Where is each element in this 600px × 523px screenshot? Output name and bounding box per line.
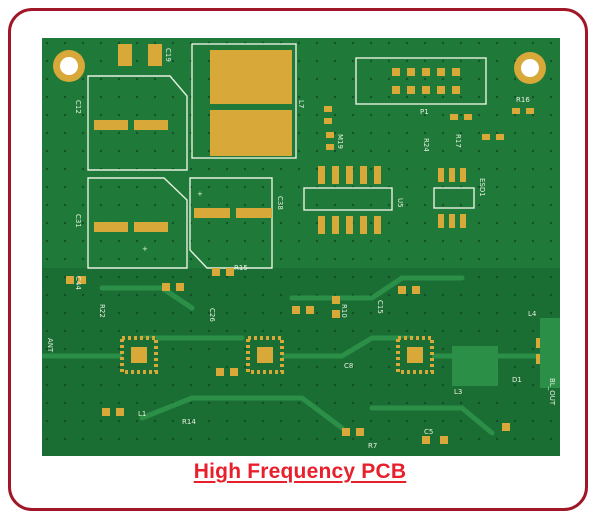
label-c38: C38 — [276, 196, 284, 210]
label-l7: L7 — [297, 100, 305, 108]
svg-text:+: + — [197, 190, 203, 198]
label-r10: R10 — [340, 304, 348, 318]
caption-title: High Frequency PCB — [193, 460, 407, 483]
label-c19: C19 — [164, 48, 172, 62]
label-c12: C12 — [74, 100, 82, 114]
pcb-photo: + + + — [42, 38, 560, 456]
label-m19: M19 — [336, 134, 344, 149]
label-r15: R15 — [234, 264, 248, 272]
label-c8: C8 — [344, 362, 353, 370]
label-bl-out: BL_OUT — [548, 378, 556, 406]
label-c15: C15 — [376, 300, 384, 314]
label-d1: D1 — [512, 376, 522, 384]
label-r17: R17 — [454, 134, 462, 148]
label-r16: R16 — [516, 96, 530, 104]
label-l1: L1 — [138, 410, 146, 418]
label-c5: C5 — [424, 428, 433, 436]
label-p1: P1 — [420, 108, 429, 116]
label-r14: R14 — [182, 418, 196, 426]
label-r24: R24 — [422, 138, 430, 152]
label-esd1: ESD1 — [478, 178, 486, 197]
label-u5: U5 — [396, 198, 404, 208]
label-l4: L4 — [528, 310, 537, 318]
label-l3: L3 — [454, 388, 462, 396]
label-r22: R22 — [98, 304, 106, 318]
label-c26: C26 — [208, 308, 216, 322]
svg-text:+: + — [142, 245, 148, 253]
label-c31: C31 — [74, 214, 82, 228]
label-r7: R7 — [368, 442, 377, 450]
label-ant: ANT — [46, 338, 54, 353]
label-c44: C44 — [74, 276, 82, 290]
